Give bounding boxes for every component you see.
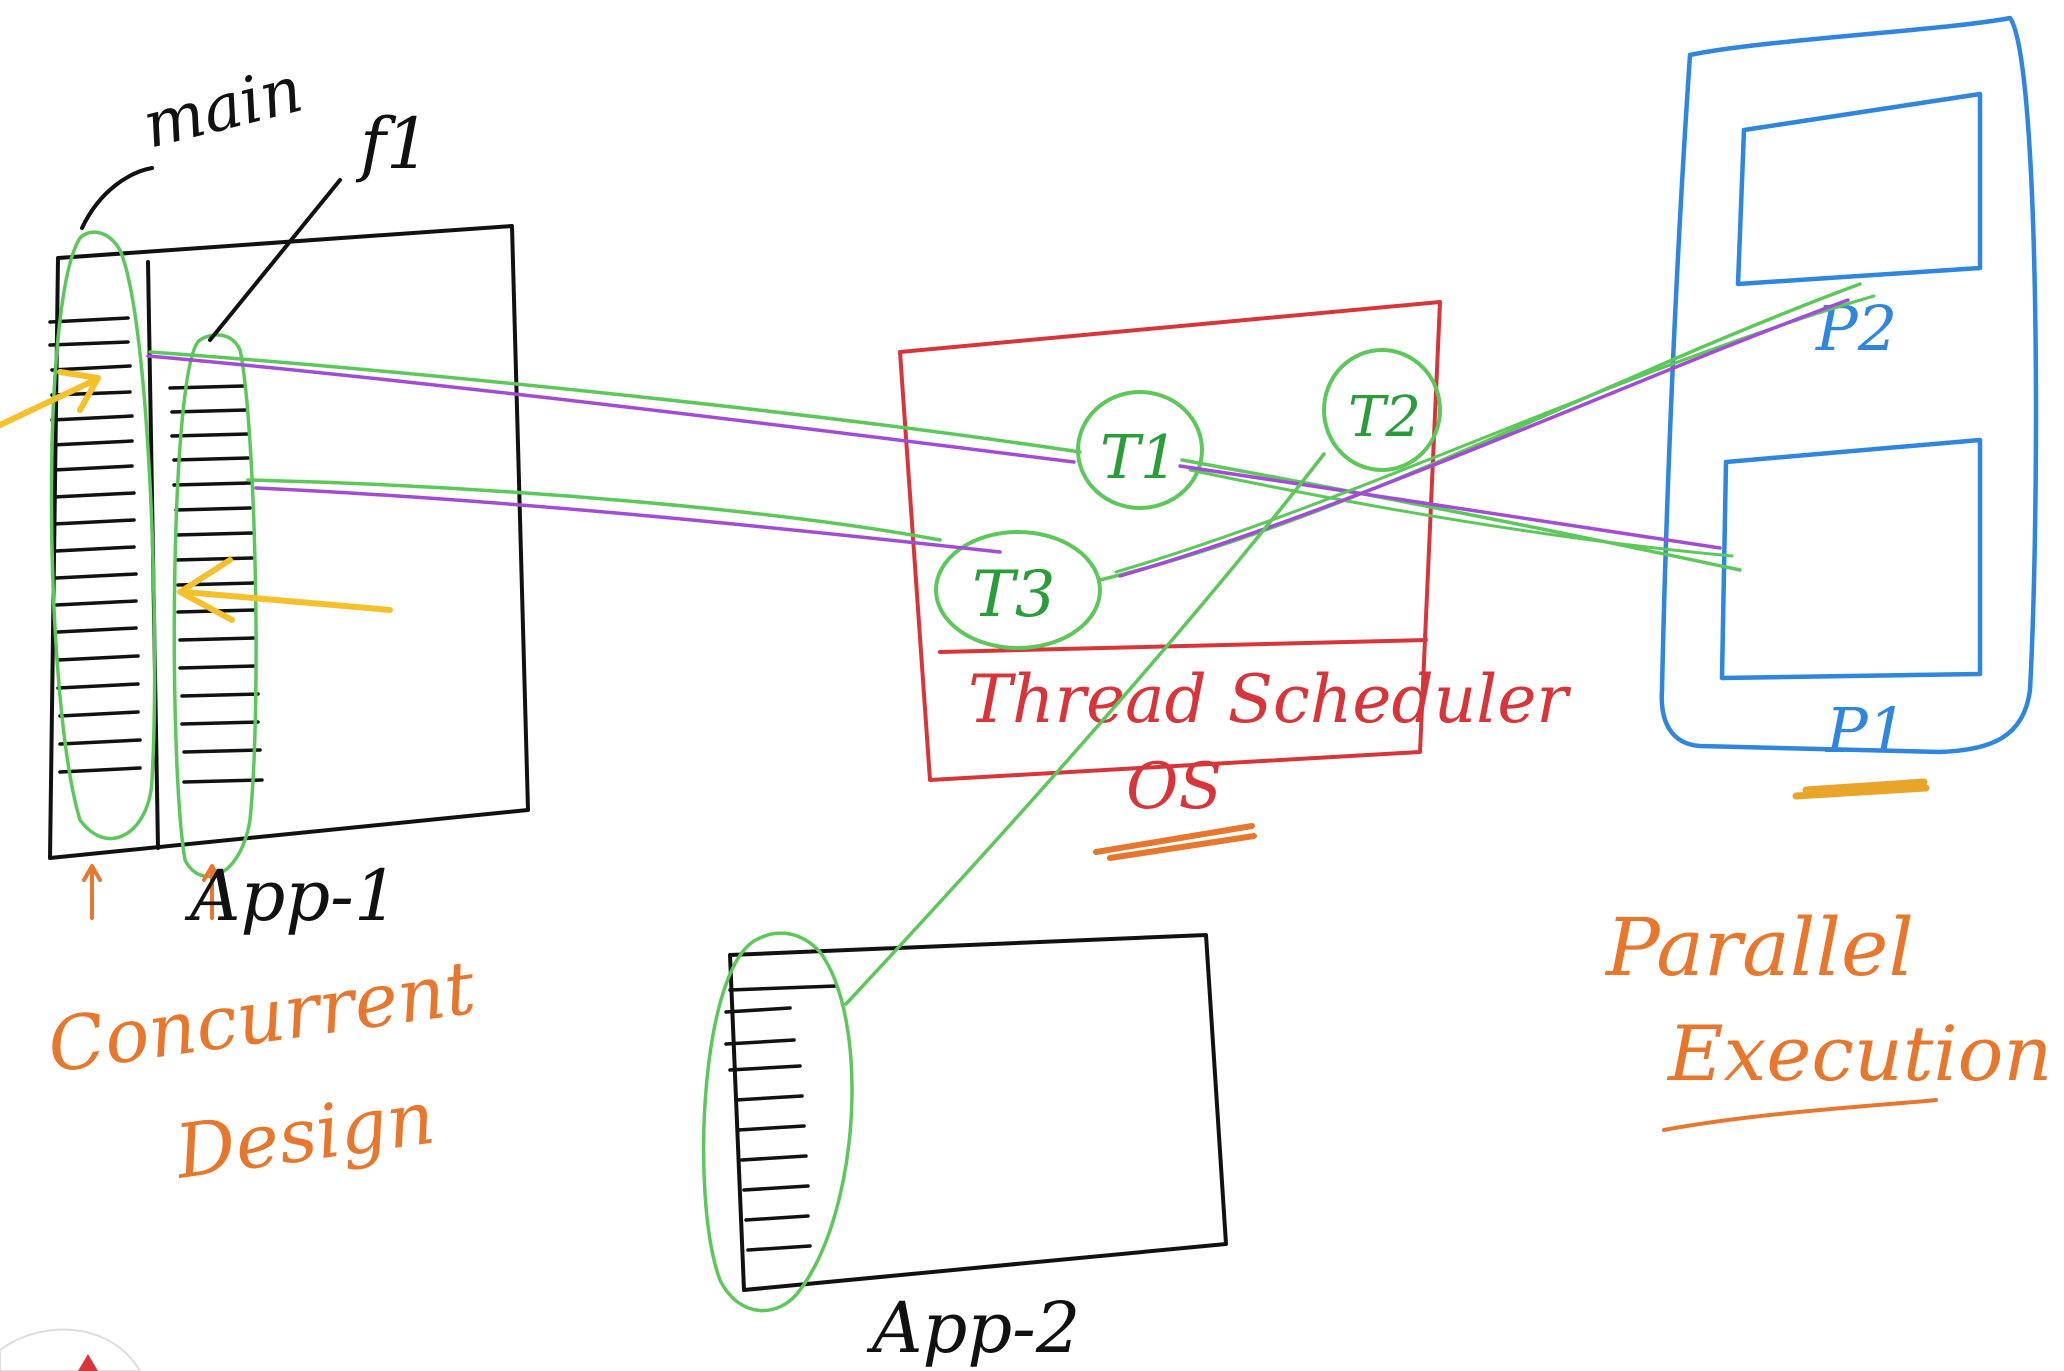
connections	[146, 282, 1876, 1006]
app2-box	[728, 933, 1228, 1292]
t2-circle	[1322, 348, 1442, 472]
os-underline	[1093, 823, 1257, 861]
corner-shape	[0, 1328, 141, 1371]
main-leader-line	[80, 166, 154, 230]
f1-stack-lines	[168, 384, 264, 784]
main-to-t1-green	[148, 350, 1082, 454]
t3-to-p2-green	[1098, 282, 1862, 582]
corner-pointer-icon	[78, 1354, 98, 1371]
app2-to-t2-green	[844, 452, 1326, 1006]
main-to-t1-purple	[146, 354, 1076, 464]
f1-to-t3-purple	[254, 486, 1002, 554]
main-label: main	[136, 53, 310, 164]
t3-label: T3	[972, 558, 1055, 632]
f1-tick-mark	[202, 864, 222, 920]
processor-outline	[1659, 15, 2039, 755]
scheduler-divider	[938, 638, 1428, 654]
t3-to-p2-green-2	[1114, 294, 1876, 574]
app2-label: App-2	[866, 1287, 1080, 1369]
scheduler-label: Thread Scheduler	[968, 661, 1571, 738]
t1-to-p1-purple	[1178, 464, 1722, 550]
main-thread-oval	[49, 230, 157, 841]
f1-to-t3-green	[246, 478, 942, 542]
p1-core-box	[1719, 437, 1983, 681]
parallel-underline	[1662, 1098, 1938, 1132]
f1-thread-oval	[172, 333, 258, 879]
main-stack-lines	[48, 316, 142, 774]
app1-label: App-1	[184, 855, 398, 937]
concurrent-label-line1: Concurrent	[43, 945, 481, 1090]
app2-stack-lines	[724, 984, 838, 1252]
p2-core-box	[1735, 91, 1983, 287]
t1-label: T1	[1100, 423, 1178, 493]
processor-group: P2 P1	[1659, 15, 2039, 800]
os-label: OS	[1126, 750, 1222, 824]
scheduler-group: T1 T2 T3	[898, 300, 1442, 782]
p1-label: P1	[1825, 694, 1907, 767]
t3-to-p2-purple	[1118, 298, 1850, 578]
app1-group	[0, 224, 530, 920]
app2-group	[701, 931, 1228, 1313]
main-tick-mark	[82, 864, 102, 920]
p2-label: P2	[1815, 292, 1897, 365]
parallel-label-line1: Parallel	[1604, 901, 1914, 994]
app1-box	[48, 224, 530, 860]
t1-to-p1-green-2	[1188, 468, 1734, 558]
f1-label: f1	[355, 103, 430, 185]
main-arrow-highlight	[0, 369, 101, 428]
concurrent-label-line2: Design	[169, 1075, 440, 1197]
scheduler-box	[898, 300, 1442, 782]
app2-thread-oval	[701, 931, 854, 1313]
t2-label: T2	[1348, 385, 1421, 450]
t1-to-p1-green	[1180, 458, 1742, 572]
f1-arrow-highlight	[177, 557, 393, 623]
f1-leader-line	[208, 178, 342, 342]
p1-underline	[1792, 778, 1930, 800]
parallel-label-line2: Execution	[1666, 1009, 2052, 1098]
t3-circle	[934, 530, 1102, 650]
